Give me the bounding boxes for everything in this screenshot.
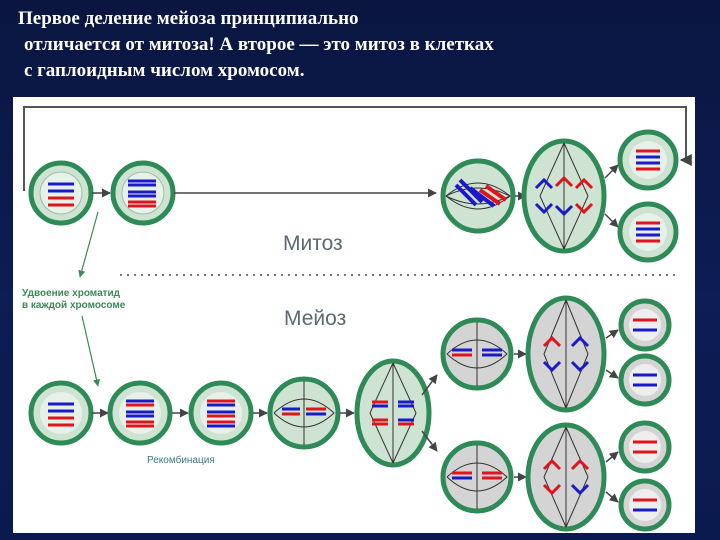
cell-mitosis-daughter-1 (617, 129, 679, 191)
label-doubling-line-1: Удвоение хроматид (22, 288, 121, 299)
cell-mitosis-2 (110, 160, 176, 226)
cell-gamete-2 (618, 353, 672, 407)
cell-meiosis-metaphase-1 (267, 376, 341, 450)
cell-gamete-1 (618, 298, 672, 352)
cell-meiosis-1 (28, 380, 94, 446)
label-mitosis: Митоз (283, 232, 343, 255)
label-doubling-line-2: в каждой хромосоме (22, 300, 126, 311)
cell-meiosis2-upper-metaphase (440, 317, 514, 391)
label-doubling: Удвоение хроматид в каждой хромосоме (22, 288, 125, 312)
label-meiosis: Мейоз (284, 307, 347, 330)
title-line-1: Первое деление мейоза принципиально (18, 8, 359, 29)
cell-mitosis-1 (28, 160, 94, 226)
title-line-2: отличается от митоза! А второе — это мит… (24, 34, 494, 55)
cell-mitosis-daughter-2 (617, 201, 679, 263)
cell-mitosis-metaphase (440, 158, 516, 234)
cell-meiosis-recombination (188, 380, 254, 446)
cell-meiosis-anaphase-1 (354, 358, 432, 468)
meiosis-row (28, 295, 672, 532)
cell-meiosis2-lower-metaphase (440, 440, 514, 514)
cell-gamete-3 (618, 420, 672, 474)
slide-title: Первое деление мейоза принципиально отли… (18, 6, 708, 84)
title-line-3: с гаплоидным числом хромосом. (24, 60, 305, 81)
cell-meiosis-2 (107, 380, 173, 446)
cell-meiosis2-upper-anaphase (525, 295, 607, 413)
cell-gamete-4 (618, 478, 672, 532)
mitosis-row (28, 129, 679, 263)
cell-mitosis-anaphase (521, 138, 607, 254)
label-recombination: Рекомбинация (147, 455, 215, 466)
cell-meiosis2-lower-anaphase (525, 422, 607, 532)
loop-arrow (23, 106, 692, 191)
